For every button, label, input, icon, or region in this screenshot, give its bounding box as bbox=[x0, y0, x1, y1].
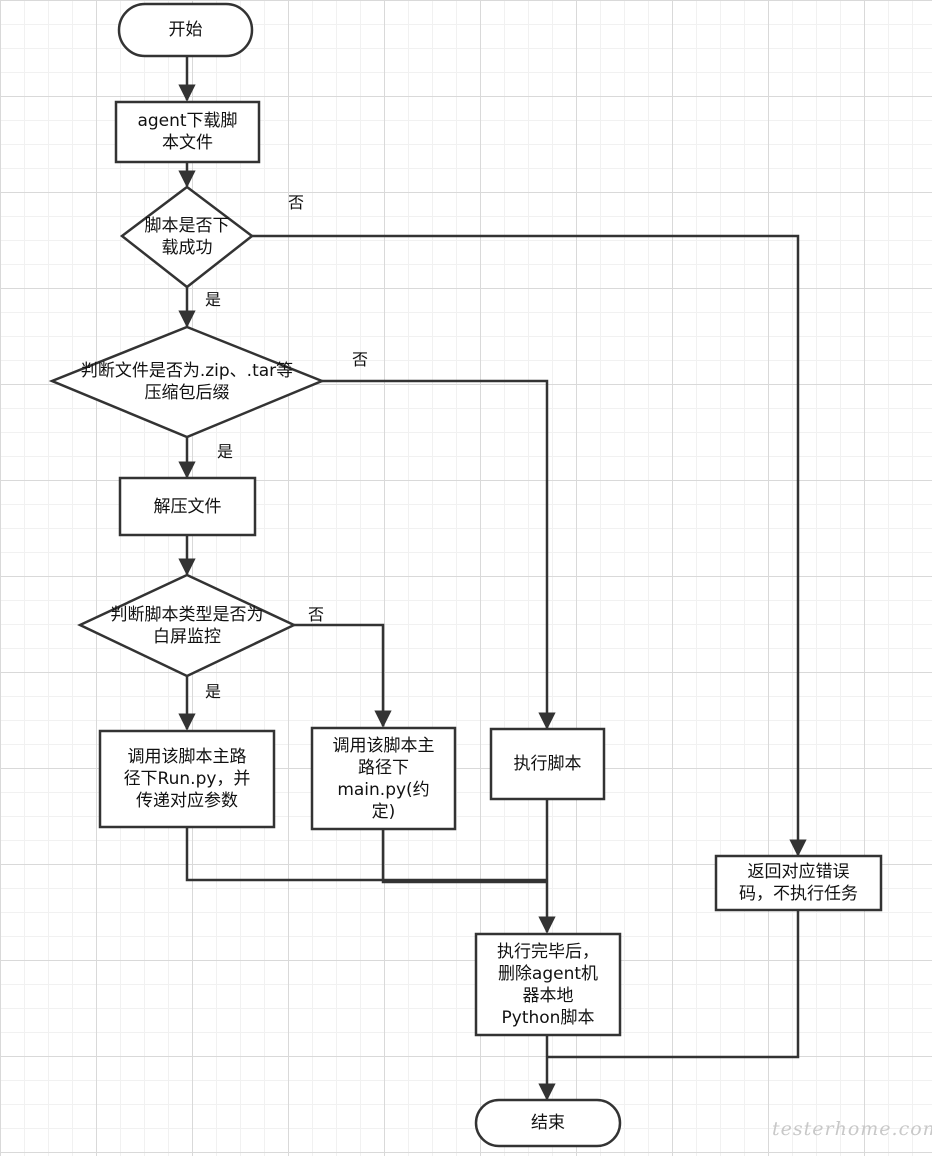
check-type-diamond bbox=[77, 573, 297, 678]
edge-error-merge bbox=[547, 910, 800, 1059]
cleanup-box bbox=[474, 932, 622, 1037]
run-py-box bbox=[98, 729, 276, 829]
edge-type-no bbox=[294, 623, 392, 728]
edge-label-download-no: 否 bbox=[288, 193, 305, 212]
exec-script-box bbox=[489, 727, 606, 801]
edge-label-type-yes: 是 bbox=[205, 682, 222, 701]
edge-label-archive-no: 否 bbox=[352, 350, 369, 369]
edge-label-archive-yes: 是 bbox=[217, 442, 234, 461]
edge-mainpy-cleanup bbox=[381, 829, 547, 884]
end-terminator bbox=[474, 1098, 622, 1148]
edge-download-no bbox=[252, 234, 807, 857]
unzip-box bbox=[118, 476, 257, 537]
check-download-diamond bbox=[119, 185, 255, 289]
edge-archive-no bbox=[322, 379, 556, 730]
edge-runpy-cleanup bbox=[185, 827, 547, 882]
download-box bbox=[114, 100, 261, 164]
edge-label-type-no: 否 bbox=[308, 605, 325, 624]
edge-label-download-yes: 是 bbox=[205, 290, 222, 309]
watermark-logo: testerhome.com bbox=[772, 1118, 932, 1140]
check-archive-diamond bbox=[48, 325, 326, 439]
main-py-box bbox=[310, 726, 457, 831]
start-terminator bbox=[117, 2, 254, 58]
error-code-box bbox=[714, 854, 883, 912]
